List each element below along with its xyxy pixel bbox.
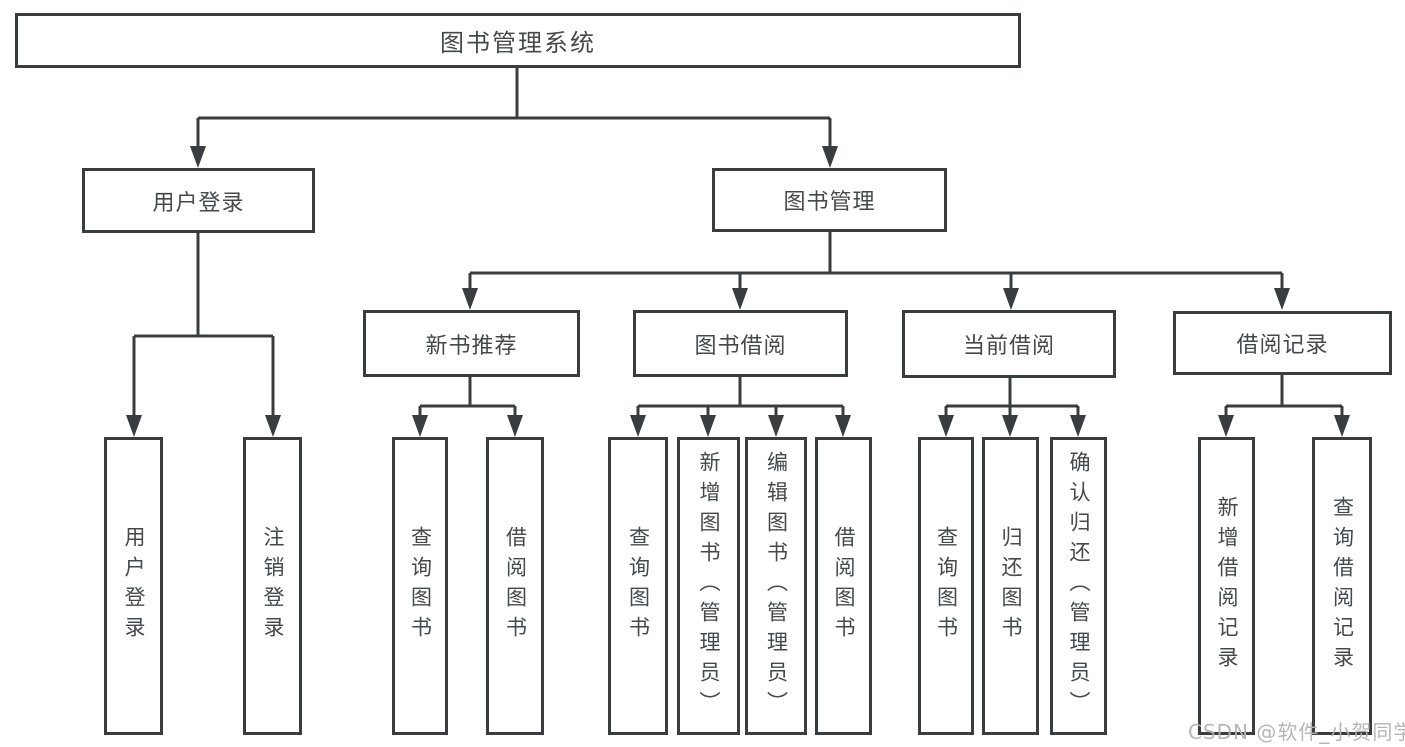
node-book-borrow: 图书借阅 — [633, 310, 848, 377]
arrowheads — [126, 146, 1350, 437]
leaf-borrow-books-2: 借阅图书 — [815, 437, 872, 735]
node-book-borrow-label: 图书借阅 — [694, 333, 787, 359]
leaf-add-borrow-record-label: 新增借阅记录 — [1215, 496, 1239, 676]
leaf-confirm-return-admin: 确认归还（管理员） — [1050, 437, 1107, 735]
leaf-return-books-label: 归还图书 — [999, 526, 1023, 646]
node-current-borrow: 当前借阅 — [902, 310, 1116, 378]
leaf-query-books-2-label: 查询图书 — [626, 526, 651, 646]
leaf-borrow-books-2-label: 借阅图书 — [832, 526, 856, 646]
leaf-query-books-2: 查询图书 — [608, 437, 668, 735]
leaf-query-books-3-label: 查询图书 — [934, 526, 959, 646]
leaf-query-books-3: 查询图书 — [918, 437, 974, 735]
leaf-user-login-label: 用户登录 — [122, 526, 146, 646]
leaf-add-borrow-record: 新增借阅记录 — [1198, 437, 1255, 735]
node-root: 图书管理系统 — [15, 13, 1021, 68]
leaf-logout: 注销登录 — [243, 437, 302, 735]
leaf-add-books-admin-label: 新增图书（管理员） — [697, 451, 721, 721]
leaf-user-login: 用户登录 — [104, 437, 163, 735]
node-root-label: 图书管理系统 — [440, 29, 596, 57]
node-new-book-recommend: 新书推荐 — [363, 310, 580, 377]
csdn-watermark: CSDN @软件_小贺同学 — [1188, 720, 1405, 744]
node-user-login-label: 用户登录 — [152, 190, 245, 216]
leaf-borrow-books-1-label: 借阅图书 — [503, 526, 528, 646]
leaf-borrow-books-1: 借阅图书 — [486, 437, 544, 735]
leaf-query-borrow-record: 查询借阅记录 — [1312, 437, 1372, 735]
node-new-book-recommend-label: 新书推荐 — [425, 333, 518, 359]
leaf-logout-label: 注销登录 — [261, 526, 285, 646]
leaf-query-books-1-label: 查询图书 — [408, 526, 433, 646]
node-borrow-records: 借阅记录 — [1173, 311, 1392, 375]
leaf-query-borrow-record-label: 查询借阅记录 — [1330, 496, 1355, 676]
node-book-management: 图书管理 — [712, 168, 947, 232]
leaf-edit-books-admin: 编辑图书（管理员） — [745, 437, 807, 735]
node-book-management-label: 图书管理 — [783, 190, 876, 215]
leaf-confirm-return-admin-label: 确认归还（管理员） — [1067, 451, 1091, 721]
leaf-return-books: 归还图书 — [982, 437, 1039, 735]
node-user-login: 用户登录 — [82, 168, 315, 233]
leaf-edit-books-admin-label: 编辑图书（管理员） — [764, 451, 789, 721]
leaf-add-books-admin: 新增图书（管理员） — [677, 437, 740, 735]
node-borrow-records-label: 借阅记录 — [1236, 333, 1329, 358]
leaf-query-books-1: 查询图书 — [392, 437, 448, 735]
node-current-borrow-label: 当前借阅 — [962, 334, 1055, 359]
